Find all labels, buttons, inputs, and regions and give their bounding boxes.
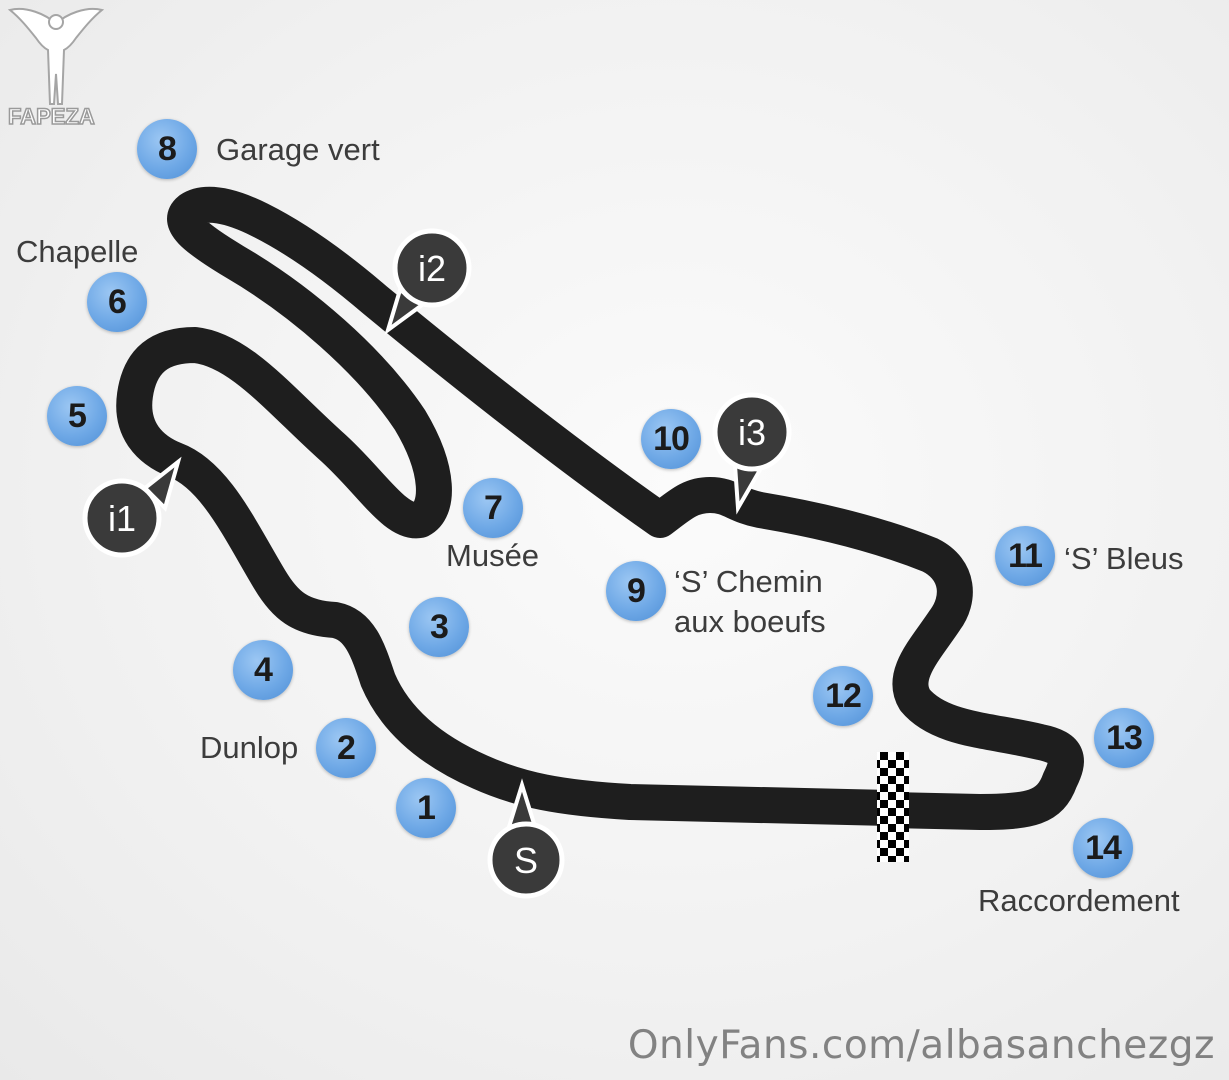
- corner-1-badge: 1: [396, 778, 456, 838]
- corner-5-badge: 5: [47, 386, 107, 446]
- corner-13-badge: 13: [1094, 708, 1154, 768]
- intermediate-1-marker: i1: [82, 456, 182, 558]
- corner-2-name: Dunlop: [200, 730, 299, 765]
- corner-11-badge: 11: [995, 526, 1055, 586]
- intermediate-3-label: i3: [738, 412, 766, 453]
- corner-6-badge: 6: [87, 272, 147, 332]
- corner-11-name: ‘S’ Bleus: [1064, 541, 1184, 576]
- intermediate-2-marker: i2: [384, 228, 472, 336]
- logo-text: FAPEZA: [7, 103, 95, 130]
- track-path: [116, 186, 1084, 830]
- corner-14-name: Raccordement: [978, 883, 1180, 918]
- corner-10-badge: 10: [641, 409, 701, 469]
- corner-12-badge: 12: [813, 666, 873, 726]
- corner-9-badge: 9: [606, 561, 666, 621]
- intermediate-2-label: i2: [418, 248, 446, 289]
- angel-logo-icon: [6, 4, 106, 134]
- corner-9-name: ‘S’ Chemin aux boeufs: [674, 564, 826, 639]
- checkered-flag-icon: [877, 752, 909, 862]
- intermediate-1-label: i1: [108, 498, 136, 539]
- corner-14-badge: 14: [1073, 818, 1133, 878]
- corner-6-name: Chapelle: [16, 234, 139, 269]
- corner-2-badge: 2: [316, 718, 376, 778]
- corner-8-name: Garage vert: [216, 132, 380, 167]
- corner-3-badge: 3: [409, 597, 469, 657]
- corner-7-name: Musée: [446, 538, 540, 573]
- corner-8-badge: 8: [137, 119, 197, 179]
- corner-4-badge: 4: [233, 640, 293, 700]
- intermediate-3-marker: i3: [712, 392, 792, 515]
- start-marker-label: S: [514, 840, 538, 881]
- site-watermark: OnlyFans.com/albasanchezgz: [627, 1023, 1215, 1068]
- corner-7-badge: 7: [463, 478, 523, 538]
- start-marker: S: [487, 778, 565, 899]
